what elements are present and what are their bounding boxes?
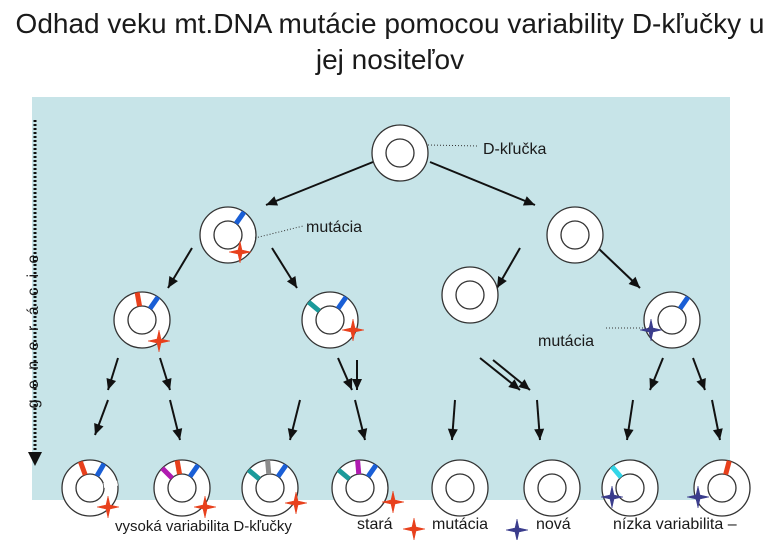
mutation-label-1: mutácia [306,219,363,236]
arrowhead-icon [522,196,535,206]
variant-marker [246,468,261,481]
arrowhead-icon [286,276,297,288]
arrowhead-icon [628,276,640,288]
arrowhead-icon [712,428,723,440]
old-mutation-star-icon [284,491,308,515]
pointer-line [254,225,304,239]
old-mutation-star-icon [96,495,120,519]
new-mutation-star-icon [639,318,663,342]
legend-new-mutation-star-icon [505,518,529,540]
new-mutation-star-icon [600,485,624,509]
arrowhead-icon [266,196,279,206]
variant-marker [147,295,161,310]
low-variability-label: nízka variabilita – [613,516,737,533]
mtdna-circle-icon [113,291,171,349]
variant-marker [265,459,272,475]
d-loop-label: D-kľučka [483,141,547,158]
arrowhead-icon [518,379,530,390]
variant-marker [78,460,88,476]
arrowhead-icon [106,378,117,390]
descent-arrow [429,161,536,206]
arrowhead-icon [168,275,178,288]
arrowhead-icon [534,428,545,440]
arrowhead-icon [94,422,104,435]
old-mutation-star-icon [147,329,171,353]
variant-marker [275,463,289,478]
mtdna-circle-icon [371,124,429,182]
legend-mutation-label: mutácia [432,516,489,533]
arrowhead-icon [623,428,634,440]
mtdna-circle-icon [693,459,751,517]
high-variability-label: vysoká variabilita D-kľučky [115,518,292,535]
arrowhead-icon [352,379,362,390]
arrowhead-icon [696,377,706,390]
variant-marker [134,291,143,307]
variant-marker [610,464,623,479]
pointer-line [427,144,479,147]
mtdna-circle-icon [61,459,119,517]
new-mutation-star-icon [686,485,710,509]
mutation-label-2: mutácia [538,333,595,350]
legend-old-mutation-star-icon [402,517,426,540]
arrowhead-icon [161,378,172,390]
mtdna-circle-icon [523,459,581,517]
legend-new-label: nová [536,516,571,533]
variant-marker [187,463,201,478]
mtdna-circle-icon [546,206,604,264]
variant-marker [233,210,247,225]
variant-marker [94,462,107,478]
old-mutation-star-icon [228,240,252,264]
variant-marker [723,460,732,476]
descent-arrow [265,161,374,206]
mtdna-circle-icon [643,291,701,349]
variant-marker [365,463,379,478]
arrowhead-icon [343,377,353,390]
variant-marker [103,480,119,489]
variant-marker [355,459,362,475]
arrowhead-icon [447,428,458,440]
arrowhead-icon [508,379,520,390]
arrowhead-icon [649,377,659,390]
arrowhead-icon [497,275,507,288]
variant-marker [335,295,349,310]
legend-old-label: stará [357,516,393,533]
mtdna-circle-icon [441,266,499,324]
variant-marker [677,295,691,310]
arrowhead-icon [287,428,298,440]
mtdna-circle-icon [431,459,489,517]
mtdna-circle-icon [199,206,257,264]
arrowhead-icon [172,428,183,440]
variant-marker [160,466,174,480]
old-mutation-star-icon [193,495,217,519]
arrowhead-icon [357,428,368,440]
page-title: Odhad veku mt.DNA mutácie pomocou variab… [15,8,765,75]
old-mutation-star-icon [341,318,365,342]
variant-marker [306,300,321,313]
variant-marker [174,459,183,475]
variant-marker [336,468,351,481]
old-mutation-star-icon [381,490,405,514]
